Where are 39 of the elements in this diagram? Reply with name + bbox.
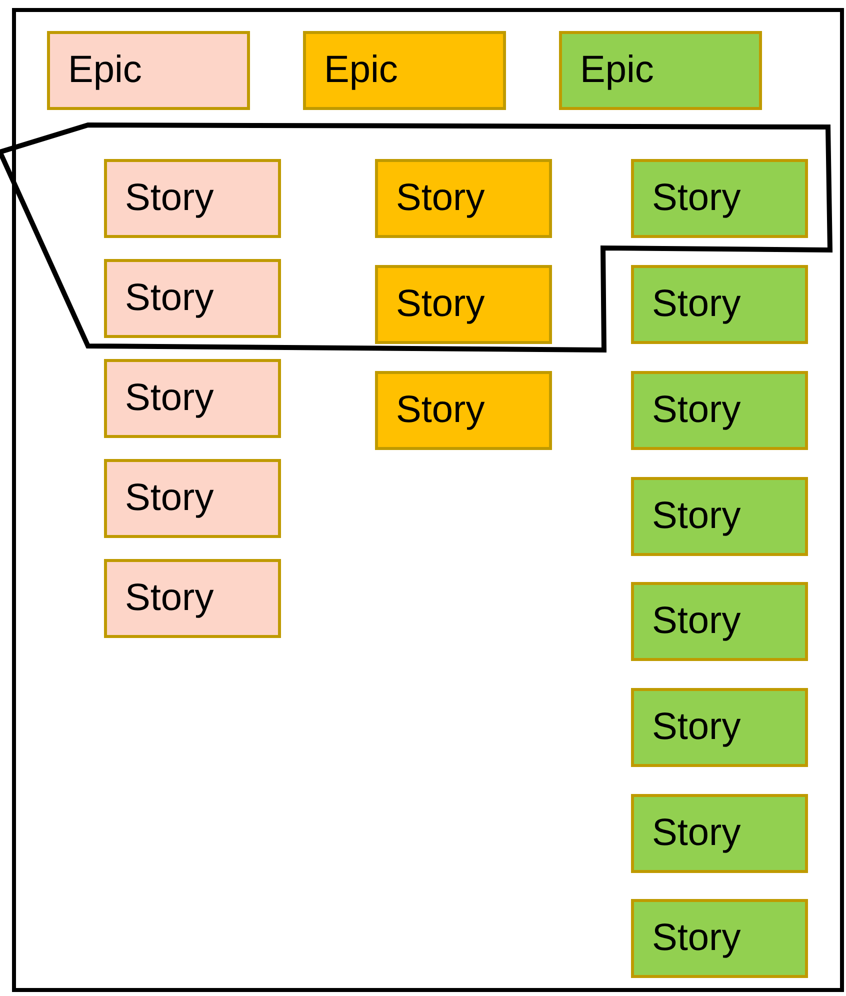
backlog-card — [303, 31, 506, 110]
backlog-card — [631, 582, 808, 661]
card-title: Story — [652, 600, 741, 643]
backlog-card — [631, 371, 808, 450]
backlog-card — [631, 265, 808, 344]
card-title: Story — [652, 812, 741, 855]
card-title: Epic — [580, 49, 654, 92]
backlog-card — [375, 371, 552, 450]
backlog-card — [375, 265, 552, 344]
backlog-card — [47, 31, 250, 110]
card-title: Story — [652, 706, 741, 749]
card-title: Story — [652, 283, 741, 326]
backlog-card — [104, 159, 281, 238]
backlog-card — [631, 688, 808, 767]
card-title: Story — [652, 495, 741, 538]
board-frame — [12, 8, 844, 992]
backlog-card — [104, 459, 281, 538]
card-title: Story — [125, 377, 214, 420]
card-title: Story — [652, 389, 741, 432]
backlog-card — [631, 159, 808, 238]
card-title: Story — [652, 917, 741, 960]
card-title: Story — [652, 177, 741, 220]
card-title: Story — [396, 283, 485, 326]
backlog-card — [375, 159, 552, 238]
card-title: Epic — [324, 49, 398, 92]
backlog-card — [104, 259, 281, 338]
backlog-card — [559, 31, 762, 110]
card-title: Story — [396, 389, 485, 432]
card-title: Story — [125, 177, 214, 220]
backlog-card — [631, 477, 808, 556]
backlog-card — [631, 899, 808, 978]
card-title: Epic — [68, 49, 142, 92]
backlog-card — [631, 794, 808, 873]
backlog-card — [104, 359, 281, 438]
card-title: Story — [125, 577, 214, 620]
card-title: Story — [396, 177, 485, 220]
card-title: Story — [125, 277, 214, 320]
backlog-card — [104, 559, 281, 638]
card-title: Story — [125, 477, 214, 520]
